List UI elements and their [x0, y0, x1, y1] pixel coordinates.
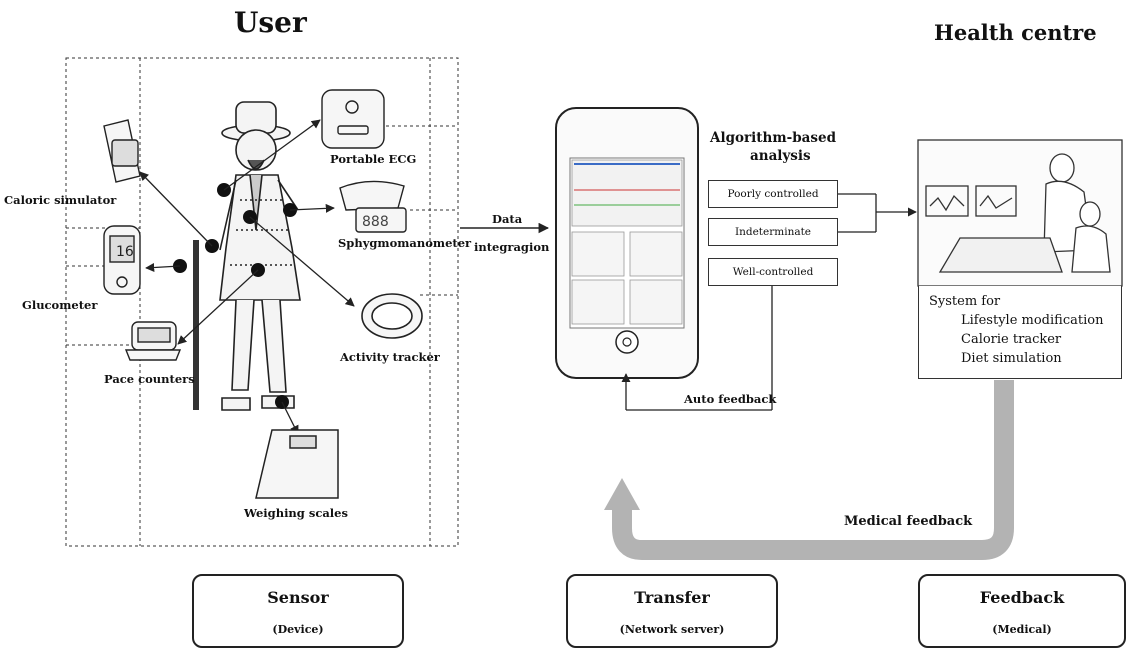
analysis-label-line1: Algorithm-based [710, 130, 837, 146]
svg-text:16: 16 [116, 244, 134, 260]
health-centre-illustration [917, 139, 1123, 287]
health-system-box: System for Lifestyle modification Calori… [918, 286, 1122, 379]
state-well-controlled: Well-controlled [708, 258, 838, 286]
phase-title: Feedback [979, 588, 1065, 607]
phase-transfer-box: Transfer (Network server) [566, 574, 778, 648]
state-indeterminate: Indeterminate [708, 218, 838, 246]
system-item: Diet simulation [961, 351, 1062, 366]
auto-feedback-label: Auto feedback [684, 392, 777, 406]
medical-feedback-arrow [604, 380, 1014, 560]
caloric-simulator-label: Caloric simulator [4, 193, 117, 207]
user-heading: User [234, 6, 307, 39]
glucometer-label: Glucometer [22, 298, 98, 312]
pace-counters-label: Pace counters [104, 372, 195, 386]
device-link-arrows [139, 119, 355, 435]
user-dashed-frame [65, 57, 459, 547]
health-centre-heading: Health centre [934, 20, 1097, 45]
activity-tracker-label: Activity tracker [340, 350, 440, 364]
phase-subtitle: (Network server) [619, 623, 725, 636]
pace-counter-device [124, 321, 182, 361]
system-item: Calorie tracker [961, 332, 1062, 347]
sphygmomanometer-label: Sphygmomanometer [338, 236, 472, 250]
system-title: System for [929, 294, 1001, 309]
auto-feedback-arrow [621, 282, 773, 411]
smartphone [555, 107, 699, 379]
data-integration-label-line1: Data [492, 212, 523, 226]
phase-title: Sensor [267, 588, 329, 607]
portable-ecg-device [321, 89, 385, 149]
svg-text:888: 888 [362, 214, 389, 230]
portable-ecg-label: Portable ECG [330, 152, 417, 166]
caloric-simulator-device [103, 119, 141, 183]
weighing-scale-device [255, 429, 339, 499]
medical-feedback-label: Medical feedback [844, 514, 973, 529]
person-figure [193, 101, 301, 411]
activity-tracker-device [361, 293, 423, 339]
state-poorly-controlled: Poorly controlled [708, 180, 838, 208]
phase-sensor-box: Sensor (Device) [192, 574, 404, 648]
phase-feedback-box: Feedback (Medical) [918, 574, 1126, 648]
analysis-label-line2: analysis [750, 148, 811, 164]
data-integration-label-line2: integragion [474, 240, 550, 254]
phase-subtitle: (Medical) [992, 623, 1052, 636]
phase-title: Transfer [634, 588, 710, 607]
weighing-scales-label: Weighing scales [244, 506, 348, 520]
phase-subtitle: (Device) [272, 623, 324, 636]
state-connectors [836, 193, 917, 233]
sphygmomanometer-device: 888 [339, 180, 407, 233]
glucometer-device: 16 [103, 225, 141, 295]
system-item: Lifestyle modification [961, 313, 1104, 328]
